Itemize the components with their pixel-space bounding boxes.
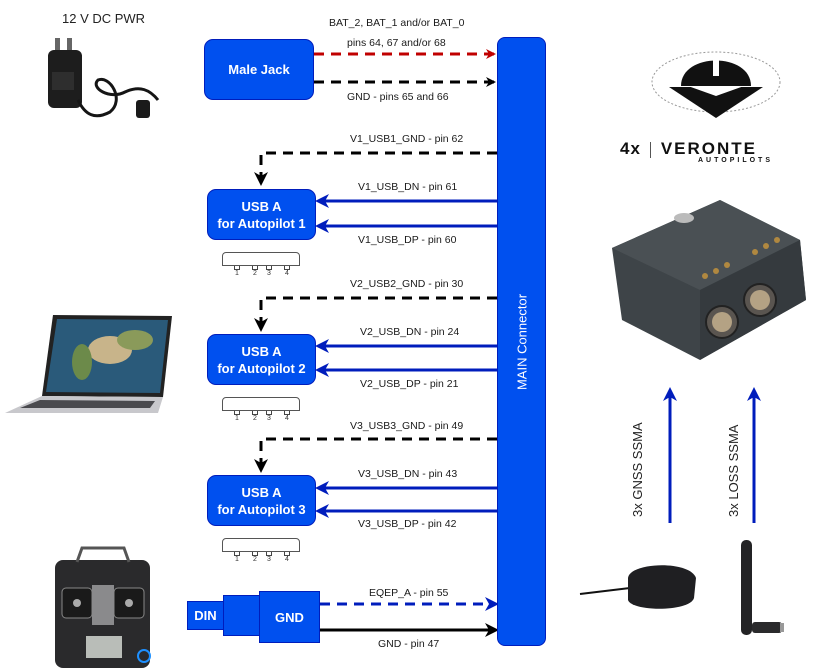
pin-number: 3 [267,556,271,563]
usb1-dn-label: V1_USB_DN - pin 61 [358,181,458,193]
usb3-title: USB A [241,484,282,500]
usb1-dp-label: V1_USB_DP - pin 60 [358,234,457,246]
gnss-label: 3x GNSS SSMA [630,422,645,517]
power-title: 12 V DC PWR [62,11,146,26]
gnd-power-label: GND - pins 65 and 66 [347,91,449,103]
pin-number: 2 [253,415,257,422]
usb2-dp-label: V2_USB_DP - pin 21 [360,378,459,390]
din-gnd-block[interactable]: GND [259,591,320,643]
pin-number: 4 [285,270,289,277]
usb2-title: USB A [241,343,282,359]
pin-number: 3 [267,270,271,277]
power-adapter-image [48,38,160,118]
rc-transmitter-image [55,546,151,668]
usb1-pinout-icon: 1 2 3 4 [222,252,302,282]
usb-block-autopilot-2[interactable]: USB A for Autopilot 2 [207,334,316,385]
usb2-pinout-icon: 1 2 3 4 [222,397,302,427]
autopilot-unit-image [612,200,806,360]
din-adapter-block [223,595,260,636]
eqep-label: EQEP_A - pin 55 [369,587,449,599]
veronte-logo-emblem [651,51,781,118]
pin-number: 3 [267,415,271,422]
bat-label: BAT_2, BAT_1 and/or BAT_0 [329,17,465,29]
usb3-gnd-line [254,437,497,473]
pin-number: 4 [285,415,289,422]
usb-block-autopilot-3[interactable]: USB A for Autopilot 3 [207,475,316,526]
usb3-subtitle: for Autopilot 3 [217,501,306,517]
pin-number: 1 [235,415,239,422]
usb1-title: USB A [241,198,282,214]
main-connector[interactable]: MAIN Connector [497,37,546,646]
male-jack-block[interactable]: Male Jack [204,39,314,100]
usb3-dn-label: V3_USB_DN - pin 43 [358,468,458,480]
pin-number: 1 [235,556,239,563]
usb3-dp-label: V3_USB_DP - pin 42 [358,518,457,530]
logo-brand: VERONTE [660,139,758,158]
usb1-subtitle: for Autopilot 1 [217,215,306,231]
din-block[interactable]: DIN [187,601,224,630]
usb3-pinout-icon: 1 2 3 4 [222,538,302,568]
veronte-logo: 4x VERONTE AUTOPILOTS [620,139,800,164]
usb3-gnd-label: V3_USB3_GND - pin 49 [350,420,464,432]
din-gnd-label: GND [275,609,304,625]
pin-number: 2 [253,556,257,563]
usb1-gnd-line [254,151,497,186]
laptop-image [5,315,172,413]
usb2-dn-label: V2_USB_DN - pin 24 [360,326,460,338]
pin-number: 1 [235,270,239,277]
loss-antenna-image [741,540,784,635]
pin-number: 2 [253,270,257,277]
bat-pins-label: pins 64, 67 and/or 68 [347,37,446,49]
pin-number: 4 [285,556,289,563]
gnd-din-label: GND - pin 47 [378,638,440,650]
logo-divider [650,141,652,158]
usb1-gnd-label: V1_USB1_GND - pin 62 [350,133,464,145]
logo-sub: AUTOPILOTS [698,157,773,164]
usb2-gnd-label: V2_USB2_GND - pin 30 [350,278,464,290]
main-connector-label: MAIN Connector [514,293,529,390]
din-label: DIN [194,608,217,623]
logo-prefix: 4x [620,139,641,158]
loss-label: 3x LOSS SSMA [726,424,741,517]
male-jack-label: Male Jack [228,62,290,77]
usb2-gnd-line [254,296,497,332]
usb2-subtitle: for Autopilot 2 [217,360,306,376]
usb-block-autopilot-1[interactable]: USB A for Autopilot 1 [207,189,316,240]
gnss-antenna-image [579,565,696,609]
